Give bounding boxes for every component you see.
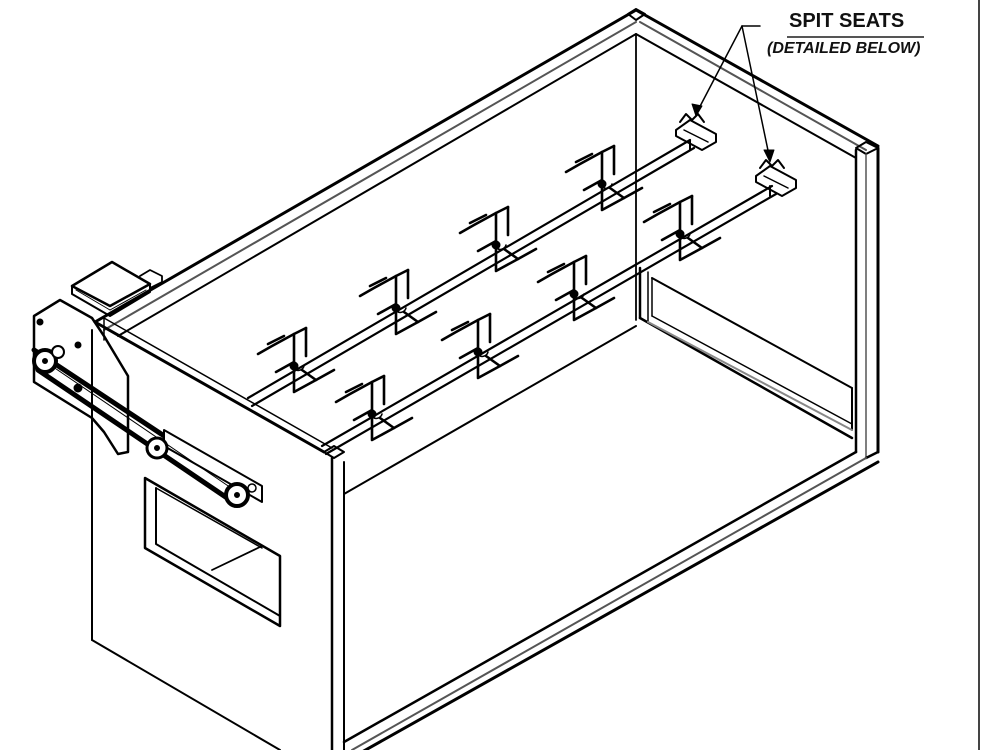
drawing-frame-border (978, 0, 980, 750)
spit-seat-2 (755, 159, 797, 197)
front-panel (91, 317, 333, 750)
spit-lower (320, 184, 778, 456)
spit-seat-1 (675, 113, 717, 151)
callout-underline (787, 36, 924, 38)
callout-leaders (691, 25, 775, 163)
rear-panel-slot (638, 266, 854, 440)
spit-upper (246, 138, 696, 408)
top-rail-right (634, 8, 880, 159)
top-rail (93, 8, 646, 337)
access-window (143, 476, 282, 628)
callout-title: SPIT SEATS (789, 10, 905, 32)
front-post (323, 445, 345, 750)
bottom-rail (342, 450, 880, 750)
spit-forks (256, 144, 722, 442)
pulleys (32, 345, 257, 508)
spit-seats (675, 113, 797, 197)
motor-bracket (32, 298, 130, 456)
right-post (854, 146, 880, 460)
motor (70, 260, 163, 317)
callout-subtitle: (DETAILED BELOW) (767, 40, 921, 57)
floor-back-edge (343, 325, 637, 495)
